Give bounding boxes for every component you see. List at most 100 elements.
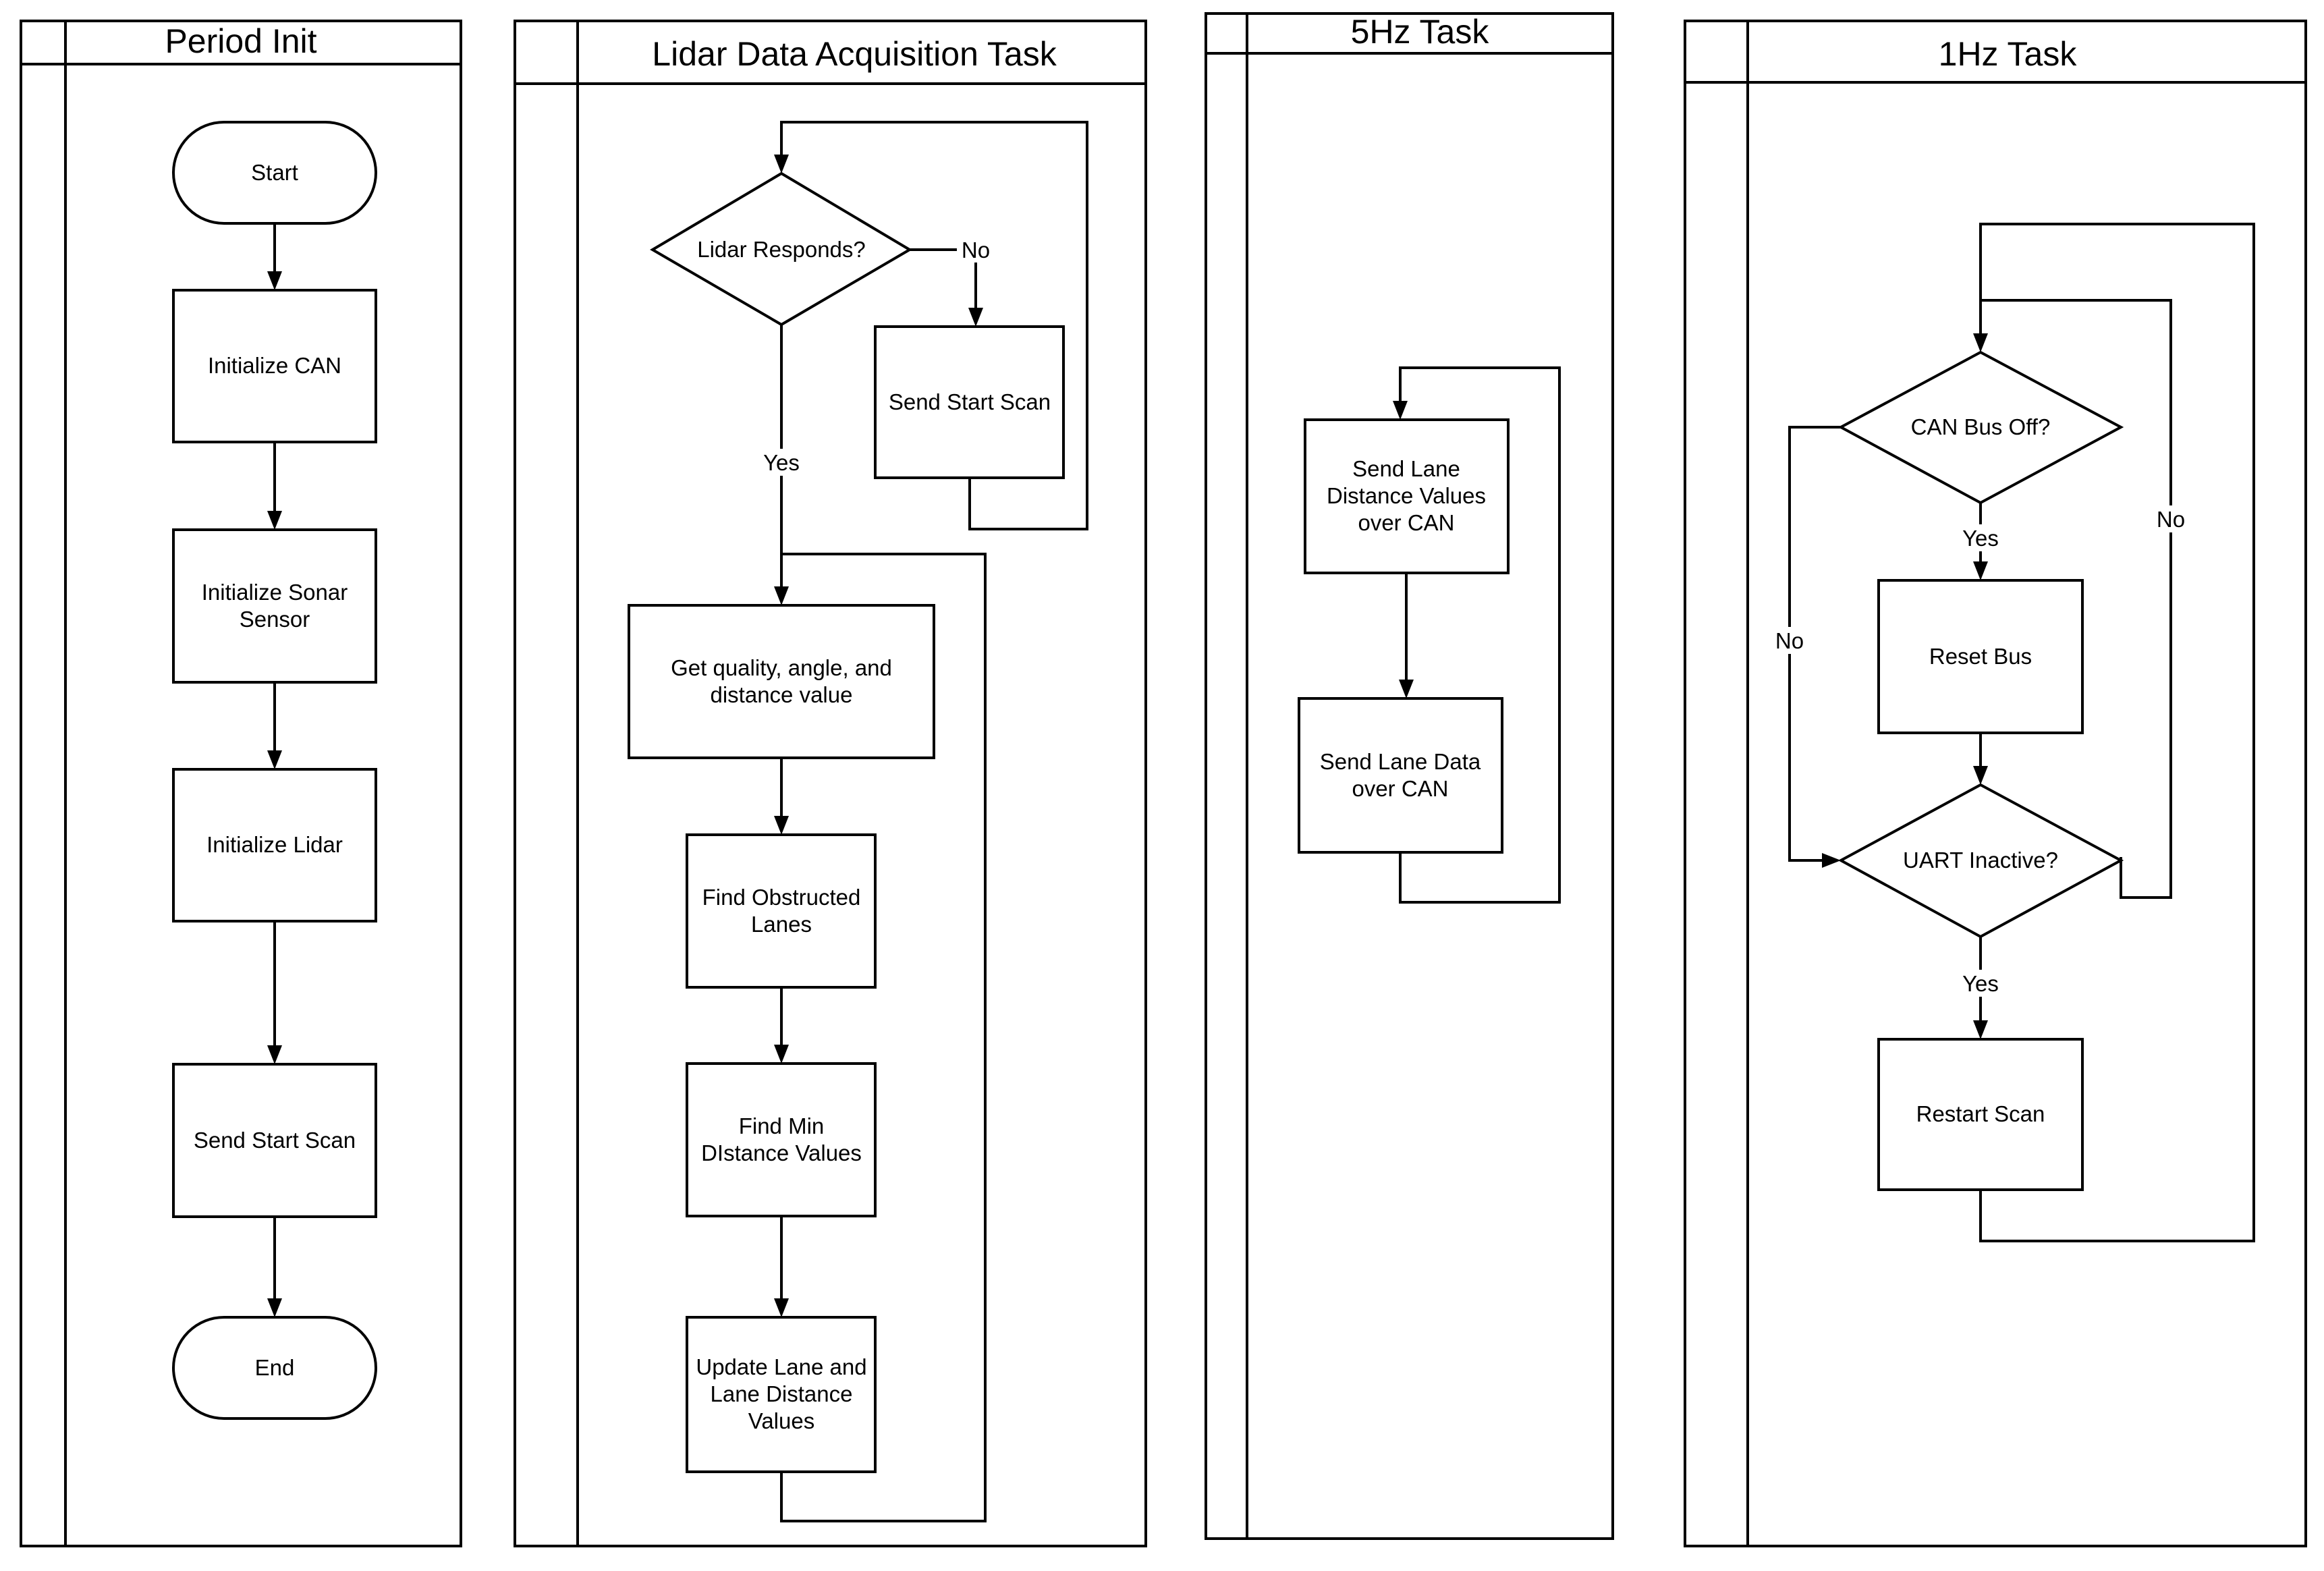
edges-period-init [267, 224, 282, 1317]
node-label-line: distance value [711, 682, 853, 707]
arrowhead [1973, 766, 1988, 785]
node-send-start-scan-lidar: Send Start Scan [874, 325, 1065, 479]
node-can-bus-off-decision: CAN Bus Off? [1837, 350, 2124, 505]
arrowhead [774, 586, 789, 605]
node-label-line: UART Inactive? [1903, 848, 2058, 873]
arrowhead [267, 750, 282, 769]
node-label-line: Send Lane [1352, 456, 1460, 481]
edges-5hz-task [1393, 366, 1561, 904]
arrowhead [774, 1045, 789, 1064]
node-label-line: Initialize Lidar [206, 832, 343, 857]
arrowhead [267, 1298, 282, 1317]
node-label: Initialize CAN [208, 353, 341, 378]
node-label-line: Find Obstructed [702, 885, 861, 910]
node-label-line: Send Lane Data [1320, 749, 1481, 774]
node-label-line: Reset Bus [1929, 644, 2032, 669]
edges-lidar-task [774, 121, 1088, 1522]
lane-period-init: Period Init [20, 20, 462, 1547]
edge-label-uart-yes: Yes [1962, 971, 1999, 996]
node-label: Start [251, 160, 298, 185]
edge-label-uart-no: No [2157, 507, 2185, 532]
node-label-line: Restart Scan [1916, 1101, 2045, 1126]
node-label-line: over CAN [1358, 510, 1454, 535]
arrowhead [1973, 333, 1988, 352]
arrowhead [1822, 853, 1841, 868]
node-uart-inactive-decision: UART Inactive? [1837, 783, 2124, 939]
edge-restart-scan-loop [1979, 223, 2255, 1242]
lane-1hz-task: 1Hz Task [1684, 20, 2307, 1547]
edge-label-lidar-no: No [962, 238, 990, 263]
node-label: Restart Scan [1916, 1101, 2045, 1126]
node-label-line: Distance Values [1327, 483, 1486, 508]
node-label-line: Find Min [739, 1113, 825, 1138]
lane-lidar-task: Lidar Data Acquisition Task [514, 20, 1147, 1547]
edge-label-can-no: No [1775, 628, 1804, 653]
lane-5hz-task: 5Hz Task [1205, 12, 1614, 1540]
node-lidar-responds-decision: Lidar Responds? [650, 171, 912, 327]
edge-labels: No Yes Yes No No Yes [757, 236, 2190, 997]
arrowhead [267, 271, 282, 290]
node-start: Start [172, 121, 377, 225]
node-send-start-scan-init: Send Start Scan [172, 1063, 377, 1218]
arrowhead [267, 1045, 282, 1064]
lane-title-lidar-task: Lidar Data Acquisition Task [652, 35, 1057, 73]
node-initialize-lidar: Initialize Lidar [172, 768, 377, 922]
node-label-line: Values [748, 1408, 814, 1433]
node-label-line: over CAN [1352, 776, 1448, 801]
edge-label-lidar-yes: Yes [763, 450, 800, 475]
node-reset-bus: Reset Bus [1877, 579, 2084, 734]
arrowhead [267, 511, 282, 530]
node-label-line: DIstance Values [701, 1140, 862, 1165]
node-label: Lidar Responds? [697, 237, 866, 262]
node-label-line: Sensor [240, 607, 310, 632]
node-label-line: Start [251, 160, 298, 185]
node-label-line: CAN Bus Off? [1911, 414, 2051, 439]
node-label: Reset Bus [1929, 644, 2032, 669]
node-initialize-can: Initialize CAN [172, 289, 377, 443]
node-label: CAN Bus Off? [1911, 414, 2051, 439]
lane-title-5hz-task: 5Hz Task [1351, 13, 1490, 51]
edge-uart-no-loop [1981, 299, 2172, 899]
lane-title-1hz-task: 1Hz Task [1939, 35, 2078, 73]
node-end: End [172, 1316, 377, 1420]
arrowhead [774, 155, 789, 173]
edge-label-can-yes: Yes [1962, 526, 1999, 551]
node-label-line: Update Lane and [696, 1354, 866, 1379]
arrowhead [968, 308, 983, 327]
node-label-line: Lidar Responds? [697, 237, 866, 262]
node-label: Send Start Scan [889, 389, 1051, 414]
node-label: End [255, 1355, 295, 1380]
arrowhead [1399, 680, 1414, 698]
node-label-line: Send Start Scan [889, 389, 1051, 414]
arrowhead [1973, 561, 1988, 580]
node-label: Send Start Scan [194, 1128, 356, 1153]
node-label-line: Lanes [751, 912, 812, 937]
edge-update-loop [780, 553, 987, 1522]
node-label-line: Initialize Sonar [202, 580, 348, 605]
node-restart-scan: Restart Scan [1877, 1038, 2084, 1191]
node-label-line: Send Start Scan [194, 1128, 356, 1153]
node-label-line: Lane Distance [711, 1381, 853, 1406]
node-label-line: Initialize CAN [208, 353, 341, 378]
node-label-line: Get quality, angle, and [671, 655, 892, 680]
arrowhead [774, 1298, 789, 1317]
edge-5hz-loop [1399, 366, 1561, 904]
arrowhead [1393, 401, 1408, 420]
node-label-line: End [255, 1355, 295, 1380]
arrowhead [774, 816, 789, 835]
node-label: Initialize Lidar [206, 832, 343, 857]
